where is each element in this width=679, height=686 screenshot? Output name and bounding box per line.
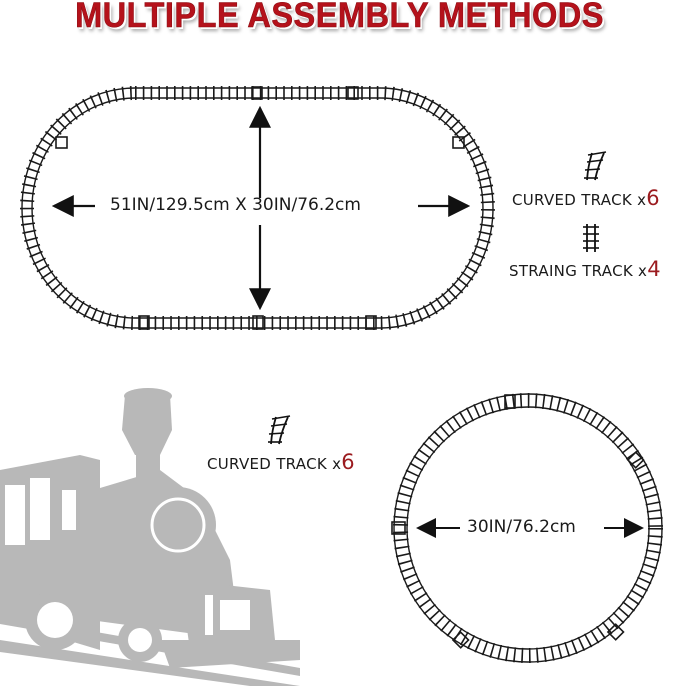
legend-label: CURVED TRACK x xyxy=(512,191,647,209)
legend-quantity: 4 xyxy=(647,257,661,281)
page-title: MULTIPLE ASSEMBLY METHODS xyxy=(75,0,604,35)
legend-label: CURVED TRACK x xyxy=(207,455,342,473)
legend-straight-track-oval: STRAING TRACK x4 xyxy=(509,257,661,281)
curved-track-icon xyxy=(268,415,291,445)
legend-curved-track-oval: CURVED TRACK x6 xyxy=(512,186,660,210)
oval-dimension-label: 51IN/129.5cm X 30IN/76.2cm xyxy=(110,195,361,215)
legend-curved-track-circle: CURVED TRACK x6 xyxy=(207,450,355,474)
legend-label: STRAING TRACK x xyxy=(509,262,648,280)
straight-track-icon xyxy=(583,224,599,252)
legend-quantity: 6 xyxy=(646,186,660,210)
curved-track-icon xyxy=(584,151,607,181)
circle-dimension-label: 30IN/76.2cm xyxy=(467,517,576,537)
legend-quantity: 6 xyxy=(341,450,355,474)
